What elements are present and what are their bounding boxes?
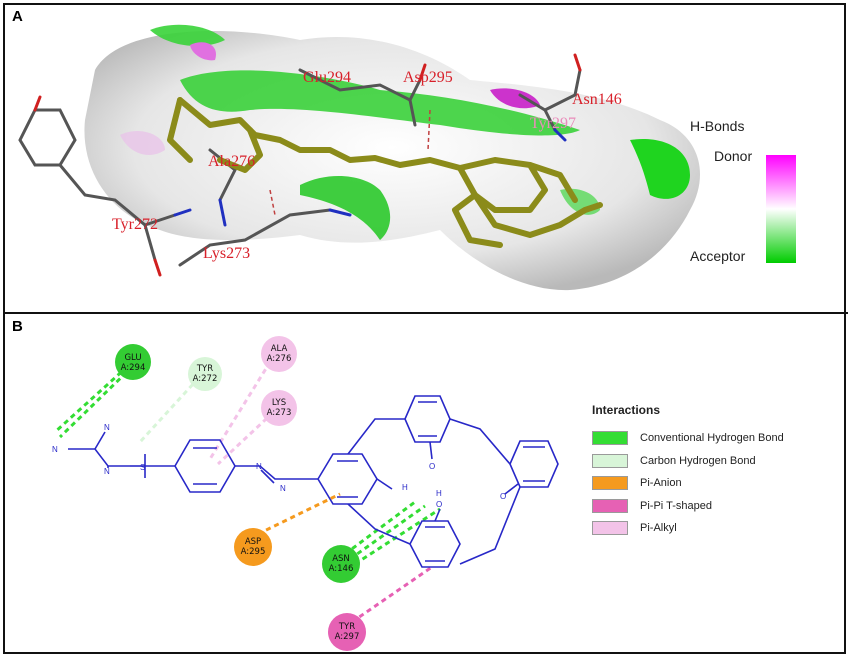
svg-text:A:146: A:146 — [329, 564, 354, 574]
legend-item-pi-alkyl: Pi-Alkyl — [592, 517, 832, 540]
interactions-legend: Interactions Conventional Hydrogen Bond … — [592, 403, 832, 540]
hbond-legend-title: H-Bonds — [690, 118, 745, 134]
hbond-color-bar — [766, 155, 796, 263]
legend-swatch — [592, 476, 628, 491]
atom-h: H — [436, 489, 442, 498]
svg-text:A:272: A:272 — [193, 374, 218, 384]
residue-label-tyr272: Tyr272 — [112, 216, 158, 233]
residue-bubble-asp: ASP A:295 — [234, 528, 272, 566]
hbond-legend-acceptor: Acceptor — [690, 248, 746, 264]
svg-text:ASP: ASP — [245, 537, 261, 547]
residue-bubble-tyr297: TYR A:297 — [328, 613, 366, 651]
panel-divider — [3, 312, 848, 314]
surface-patch-green — [630, 139, 690, 199]
svg-text:A:295: A:295 — [241, 547, 266, 557]
svg-text:ALA: ALA — [271, 344, 288, 354]
atom-h: H — [402, 483, 408, 492]
svg-text:A:297: A:297 — [335, 632, 360, 642]
atom-o: O — [429, 462, 435, 471]
atom-n: N — [256, 462, 262, 471]
residue-label-ala276: Ala276 — [208, 153, 255, 170]
legend-swatch — [592, 431, 628, 446]
legend-swatch — [592, 521, 628, 536]
surface-patch-magenta — [120, 130, 165, 155]
residue-bubble-asn: ASN A:146 — [322, 545, 360, 583]
residue-label-lys273: Lys273 — [203, 245, 250, 262]
svg-text:LYS: LYS — [272, 398, 286, 408]
atom-n: N — [104, 467, 110, 476]
svg-text:GLU: GLU — [124, 353, 141, 363]
residue-bubble-tyr272: TYR A:272 — [188, 357, 222, 391]
surface-patch-green — [180, 70, 580, 136]
legend-label: Pi-Anion — [640, 477, 682, 490]
residue-bubble-lys: LYS A:273 — [261, 390, 297, 426]
residue-bubble-ala: ALA A:276 — [261, 336, 297, 372]
svg-text:ASN: ASN — [332, 554, 350, 564]
legend-item-carbon-hydrogen-bond: Carbon Hydrogen Bond — [592, 450, 832, 473]
atom-n: N — [104, 423, 110, 432]
residue-bubble-glu: GLU A:294 — [115, 344, 151, 380]
legend-label: Pi-Alkyl — [640, 522, 677, 535]
svg-text:A:294: A:294 — [121, 363, 146, 373]
atom-tips — [33, 53, 582, 277]
hbond-legend-donor: Donor — [714, 148, 753, 164]
legend-label: Pi-Pi T-shaped — [640, 499, 712, 512]
surface-patch-magenta — [190, 42, 216, 61]
panel-a-structure: Glu294 Asp295 Asn146 Tyr297 Ala276 Tyr27… — [18, 24, 796, 291]
legend-label: Carbon Hydrogen Bond — [640, 454, 756, 467]
atom-s: S — [140, 463, 145, 472]
surface-patch-magenta — [490, 88, 540, 109]
interaction-dashes — [269, 109, 431, 216]
panel-a-letter: A — [12, 8, 23, 25]
residue-sticks — [18, 68, 582, 267]
interactions-legend-title: Interactions — [592, 403, 661, 417]
svg-text:A:276: A:276 — [267, 354, 292, 364]
atom-o: O — [436, 500, 442, 509]
legend-item-pi-pi-t-shaped: Pi-Pi T-shaped — [592, 495, 832, 518]
ligand-skeleton — [68, 395, 559, 568]
legend-label: Conventional Hydrogen Bond — [640, 432, 784, 445]
legend-swatch — [592, 498, 628, 513]
atom-n: N — [280, 484, 286, 493]
legend-item-pi-anion: Pi-Anion — [592, 472, 832, 495]
panel-b-2d-diagram: N N N S N N O H O O H GLU A:294 TYR A:27… — [52, 336, 559, 651]
svg-text:TYR: TYR — [196, 364, 213, 374]
legend-swatch — [592, 453, 628, 468]
legend-item-conventional-hydrogen-bond: Conventional Hydrogen Bond — [592, 427, 832, 450]
interaction-lines — [53, 353, 441, 624]
surface-patch-green — [150, 24, 225, 46]
atom-o: O — [500, 492, 506, 501]
residue-label-asn146: Asn146 — [572, 91, 622, 108]
residue-label-tyr297: Tyr297 — [530, 115, 576, 132]
residue-label-glu294: Glu294 — [303, 69, 351, 86]
residue-label-asp295: Asp295 — [403, 69, 453, 86]
ligand-sticks — [167, 97, 603, 248]
atom-labels: N N N S N N O H O O H — [52, 423, 506, 509]
atom-n: N — [52, 445, 58, 454]
svg-text:A:273: A:273 — [267, 408, 292, 418]
surface-patch-green — [300, 175, 391, 240]
svg-text:TYR: TYR — [338, 622, 355, 632]
panel-b-letter: B — [12, 318, 23, 335]
